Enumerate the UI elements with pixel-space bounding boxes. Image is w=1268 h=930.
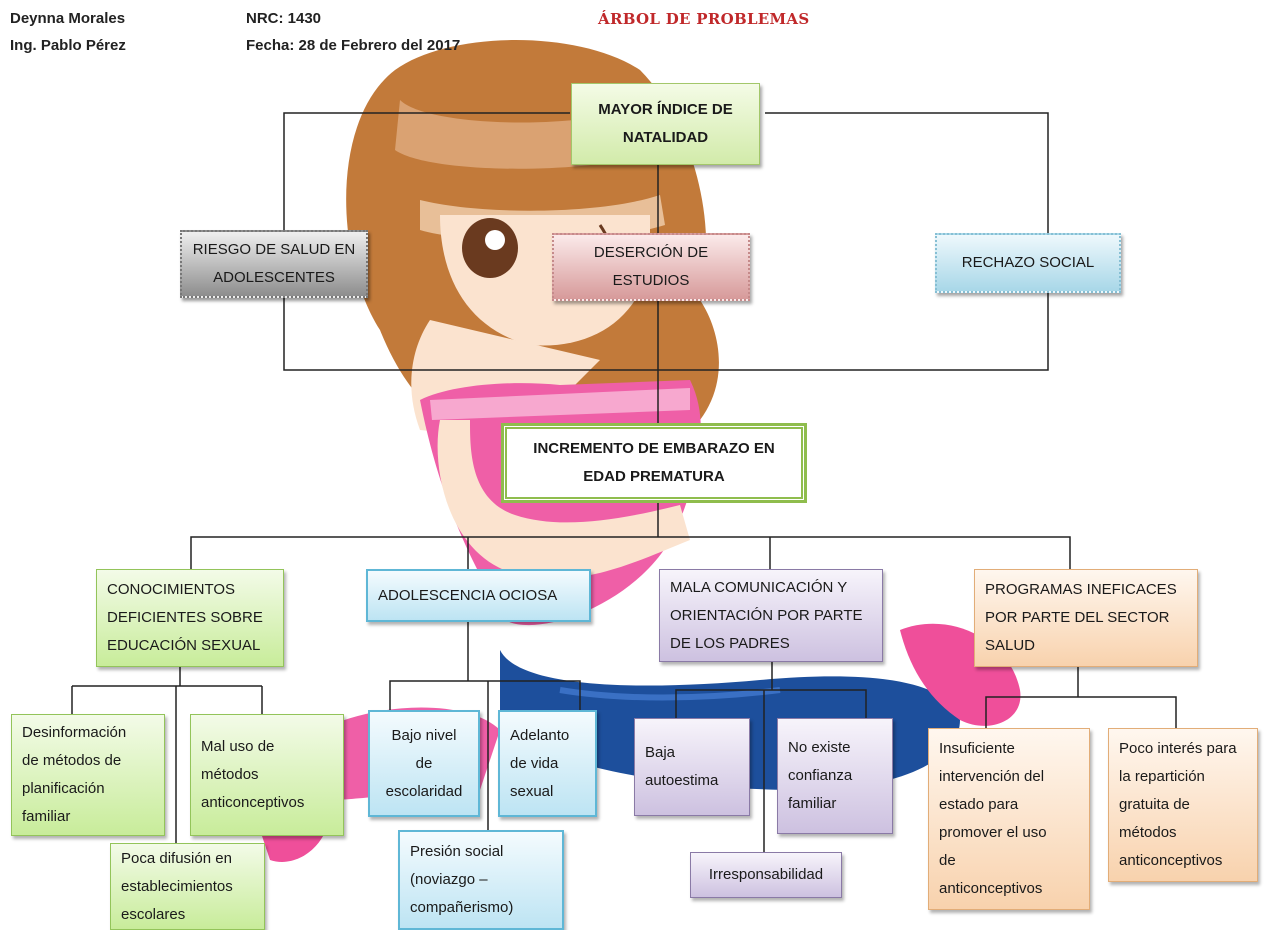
subcause-schooling-box: Bajo nivel de escolaridad xyxy=(368,710,480,817)
core-problem-box: INCREMENTO DE EMBARAZO EN EDAD PREMATURA xyxy=(501,423,807,503)
cause-idle-adolescence-text: ADOLESCENCIA OCIOSA xyxy=(378,586,558,604)
author-name: Deynna Morales xyxy=(10,10,126,27)
subcause-early-sex-text: Adelanto de vida sexual xyxy=(510,726,570,800)
subcause-state-intervention-box: Insuficiente intervención del estado par… xyxy=(928,728,1090,910)
subcause-family-trust-box: No existe confianza familiar xyxy=(777,718,893,834)
subcause-social-pressure-box: Presión social (noviazgo – compañerismo) xyxy=(398,830,564,930)
cause-health-programs-box: PROGRAMAS INEFICACES POR PARTE DEL SECTO… xyxy=(974,569,1198,667)
main-effect-text: MAYOR ÍNDICE DE NATALIDAD xyxy=(598,101,733,146)
cause-health-programs-text: PROGRAMAS INEFICACES POR PARTE DEL SECTO… xyxy=(985,581,1177,654)
subcause-irresponsibility-text: Irresponsabilidad xyxy=(708,866,824,883)
effect-health-risk-text: RIESGO DE SALUD EN ADOLESCENTES xyxy=(192,241,356,286)
effect-social-rejection-text: RECHAZO SOCIAL xyxy=(961,254,1095,271)
subcause-school-diffusion-box: Poca difusión en establecimientos escola… xyxy=(110,843,265,930)
subcause-free-distribution-box: Poco interés para la repartición gratuit… xyxy=(1108,728,1258,882)
core-problem-text: INCREMENTO DE EMBARAZO EN EDAD PREMATURA xyxy=(533,440,775,485)
cause-sex-education-box: CONOCIMIENTOS DEFICIENTES SOBRE EDUCACIÓ… xyxy=(96,569,284,667)
subcause-schooling-text: Bajo nivel de escolaridad xyxy=(385,726,463,800)
subcause-state-intervention-text: Insuficiente intervención del estado par… xyxy=(939,740,1047,897)
diagram-title: ÁRBOL DE PROBLEMAS xyxy=(598,10,810,28)
effect-social-rejection-box: RECHAZO SOCIAL xyxy=(935,233,1121,293)
main-effect-box: MAYOR ÍNDICE DE NATALIDAD xyxy=(571,83,760,165)
date-label: Fecha: 28 de Febrero del 2017 xyxy=(246,37,461,54)
subcause-social-pressure-text: Presión social (noviazgo – compañerismo) xyxy=(410,843,514,916)
teacher-name: Ing. Pablo Pérez xyxy=(10,37,126,54)
effect-dropout-box: DESERCIÓN DE ESTUDIOS xyxy=(552,233,750,301)
subcause-misuse-box: Mal uso de métodos anticonceptivos xyxy=(190,714,344,836)
subcause-school-diffusion-text: Poca difusión en establecimientos escola… xyxy=(121,849,233,923)
effect-dropout-text: DESERCIÓN DE ESTUDIOS xyxy=(593,244,709,289)
subcause-irresponsibility-box: Irresponsabilidad xyxy=(690,852,842,898)
cause-sex-education-text: CONOCIMIENTOS DEFICIENTES SOBRE EDUCACIÓ… xyxy=(107,581,263,654)
subcause-misinformation-box: Desinformación de métodos de planificaci… xyxy=(11,714,165,836)
cause-parent-communication-box: MALA COMUNICACIÓN Y ORIENTACIÓN POR PART… xyxy=(659,569,883,662)
subcause-misinformation-text: Desinformación de métodos de planificaci… xyxy=(22,724,127,825)
effect-health-risk-box: RIESGO DE SALUD EN ADOLESCENTES xyxy=(180,230,368,298)
subcause-free-distribution-text: Poco interés para la repartición gratuit… xyxy=(1119,740,1237,869)
subcause-early-sex-box: Adelanto de vida sexual xyxy=(498,710,597,817)
nrc-label: NRC: 1430 xyxy=(246,10,322,27)
cause-idle-adolescence-box: ADOLESCENCIA OCIOSA xyxy=(366,569,591,622)
subcause-misuse-text: Mal uso de métodos anticonceptivos xyxy=(201,738,305,811)
subcause-family-trust-text: No existe confianza familiar xyxy=(788,739,853,812)
cause-parent-communication-text: MALA COMUNICACIÓN Y ORIENTACIÓN POR PART… xyxy=(670,578,863,652)
subcause-self-esteem-box: Baja autoestima xyxy=(634,718,750,816)
subcause-self-esteem-text: Baja autoestima xyxy=(645,744,719,789)
